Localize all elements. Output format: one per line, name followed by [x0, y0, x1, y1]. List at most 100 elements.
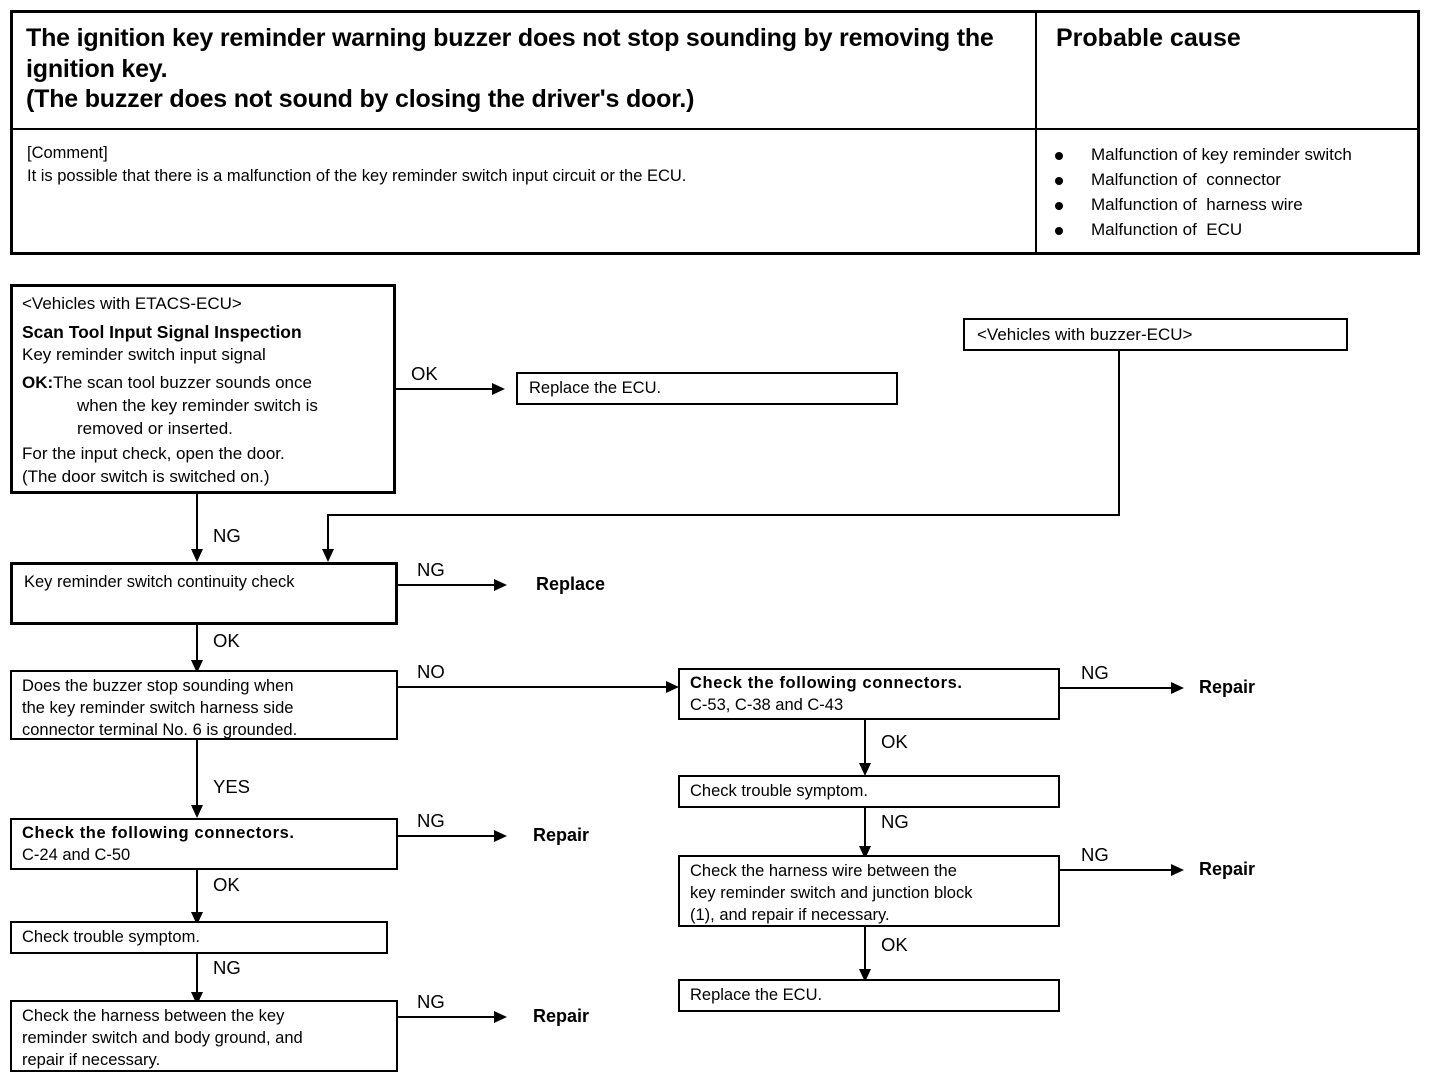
edge-buzzer-ecu-down: [1118, 351, 1120, 516]
scan-box-ok-line1: The scan tool buzzer sounds once: [53, 373, 312, 393]
list-item: Malfunction of connector: [1043, 168, 1352, 193]
right-harness-line2: key reminder switch and junction block: [690, 883, 973, 902]
edge-label-ng-right-connectors: NG: [1081, 662, 1109, 683]
symptom-table-body-row: [Comment] It is possible that there is a…: [13, 130, 1417, 252]
symptom-table-header-row: The ignition key reminder warning buzzer…: [13, 13, 1417, 130]
edge-label-ng-scan: NG: [213, 525, 241, 546]
decision-line3: connector terminal No. 6 is grounded.: [22, 720, 298, 739]
arrowhead-continuity-ok: [191, 660, 203, 673]
list-item: Malfunction of key reminder switch: [1043, 143, 1352, 168]
buzzer-ecu-box: <Vehicles with buzzer-ECU>: [963, 318, 1348, 351]
left-connectors-detail: C-24 and C-50: [22, 845, 131, 864]
edge-label-ng-right-harness: NG: [1081, 844, 1109, 865]
arrowhead-scan-to-replace-ecu: [492, 383, 505, 395]
arrowhead-continuity-ng: [494, 579, 507, 591]
right-harness-line1: Check the harness wire between the: [690, 862, 957, 880]
edge-label-ok-right-connectors: OK: [881, 731, 908, 752]
comment-block: [Comment] It is possible that there is a…: [27, 142, 1017, 189]
replace-label: Replace: [536, 574, 606, 594]
continuity-check-box: Key reminder switch continuity check: [10, 562, 398, 625]
list-item: Malfunction of harness wire: [1043, 193, 1352, 218]
edge-scan-ng-down: [196, 494, 198, 549]
repair-label-left-harness: Repair: [533, 1006, 590, 1026]
edge-label-ok-scan: OK: [411, 363, 438, 384]
replace-ecu-top-box: Replace the ECU.: [516, 372, 898, 405]
left-trouble-symptom-text: Check trouble symptom.: [22, 928, 200, 946]
comment-text: It is possible that there is a malfuncti…: [27, 167, 687, 186]
scan-tool-inspection-box: <Vehicles with ETACS-ECU> Scan Tool Inpu…: [10, 284, 396, 494]
scan-box-ok-line2: when the key reminder switch is: [77, 396, 318, 416]
scan-box-ok-block: OK: The scan tool buzzer sounds once whe…: [22, 372, 384, 440]
arrowhead-decision-no: [666, 681, 679, 693]
arrowhead-right-connectors-ok: [859, 763, 871, 776]
left-harness-line2: reminder switch and body ground, and: [22, 1028, 303, 1047]
decision-line1: Does the buzzer stop sounding when: [22, 677, 294, 695]
list-item: Malfunction of ECU: [1043, 218, 1352, 243]
scan-box-heading: Scan Tool Input Signal Inspection: [22, 321, 302, 342]
edge-decision-yes-down: [196, 740, 198, 815]
scan-box-ok-label: OK:: [22, 373, 54, 393]
right-connectors-heading: Check the following connectors.: [690, 674, 963, 692]
edge-continuity-ng: [398, 584, 494, 586]
edge-right-connectors-ng: [1060, 687, 1171, 689]
edge-label-ng-left-connectors: NG: [417, 810, 445, 831]
repair-label-right-harness: Repair: [1199, 859, 1256, 879]
right-trouble-symptom-text: Check trouble symptom.: [690, 782, 868, 800]
left-connectors-box: Check the following connectors. C-24 and…: [10, 818, 398, 870]
edge-right-trouble-ng-down: [864, 808, 866, 846]
replace-ecu-top-text: Replace the ECU.: [529, 379, 662, 397]
edge-label-yes-decision: YES: [213, 776, 251, 797]
arrowhead-left-connectors-ng: [494, 830, 507, 842]
edge-right-harness-ng: [1060, 869, 1171, 871]
arrowhead-decision-yes: [191, 805, 203, 818]
symptom-table: The ignition key reminder warning buzzer…: [10, 10, 1420, 255]
edge-buzzer-ecu-into-continuity: [327, 514, 329, 549]
edge-left-connectors-ok-down: [196, 870, 198, 912]
arrowhead-left-harness-ng: [494, 1011, 507, 1023]
comment-label: [Comment]: [27, 144, 108, 162]
edge-buzzer-ecu-left: [327, 514, 1120, 516]
left-trouble-symptom-box: Check trouble symptom.: [10, 921, 388, 954]
scan-box-ok-line3: removed or inserted.: [77, 418, 233, 438]
right-trouble-symptom-box: Check trouble symptom.: [678, 775, 1060, 808]
arrowhead-right-connectors-ng: [1171, 682, 1184, 694]
edge-label-ok-left-connectors: OK: [213, 874, 240, 895]
scan-box-subheading: Key reminder switch input signal: [22, 344, 266, 364]
left-harness-line1: Check the harness between the key: [22, 1007, 285, 1025]
scan-box-note-line2: (The door switch is switched on.): [22, 466, 270, 486]
edge-scan-to-replace-ecu: [396, 388, 492, 390]
scan-box-note-line1: For the input check, open the door.: [22, 444, 285, 464]
symptom-title: The ignition key reminder warning buzzer…: [26, 24, 994, 113]
left-harness-line3: repair if necessary.: [22, 1050, 161, 1069]
edge-label-ng-left-harness: NG: [417, 991, 445, 1012]
edge-label-no-decision: NO: [417, 661, 445, 682]
table-column-divider: [1035, 13, 1037, 128]
arrowhead-right-harness-ng: [1171, 864, 1184, 876]
table-column-divider-2: [1035, 130, 1037, 252]
repair-label-left-connectors: Repair: [533, 825, 590, 845]
edge-label-ok-right-harness: OK: [881, 934, 908, 955]
replace-ecu-bottom-text: Replace the ECU.: [690, 986, 823, 1004]
buzzer-ecu-text: <Vehicles with buzzer-ECU>: [977, 325, 1193, 344]
continuity-check-text: Key reminder switch continuity check: [24, 573, 295, 591]
buzzer-grounded-decision-box: Does the buzzer stop sounding when the k…: [10, 670, 398, 740]
right-connectors-box: Check the following connectors. C-53, C-…: [678, 668, 1060, 720]
arrowhead-buzzer-ecu-continuity: [322, 549, 334, 562]
edge-label-ng-left-trouble: NG: [213, 957, 241, 978]
edge-continuity-ok-down: [196, 625, 198, 670]
scan-box-vehicles: <Vehicles with ETACS-ECU>: [22, 294, 242, 313]
probable-cause-header: Probable cause: [1056, 24, 1241, 52]
replace-ecu-bottom-box: Replace the ECU.: [678, 979, 1060, 1012]
right-connectors-detail: C-53, C-38 and C-43: [690, 695, 844, 714]
left-connectors-heading: Check the following connectors.: [22, 824, 295, 842]
right-harness-line3: (1), and repair if necessary.: [690, 905, 890, 924]
decision-line2: the key reminder switch harness side: [22, 698, 294, 717]
right-harness-box: Check the harness wire between the key r…: [678, 855, 1060, 927]
probable-cause-list: Malfunction of key reminder switch Malfu…: [1043, 143, 1352, 243]
edge-right-harness-ok-down: [864, 927, 866, 969]
edge-label-ng-right-trouble: NG: [881, 811, 909, 832]
edge-label-ng-continuity: NG: [417, 559, 445, 580]
edge-left-connectors-ng: [398, 835, 494, 837]
repair-label-right-connectors: Repair: [1199, 677, 1256, 697]
